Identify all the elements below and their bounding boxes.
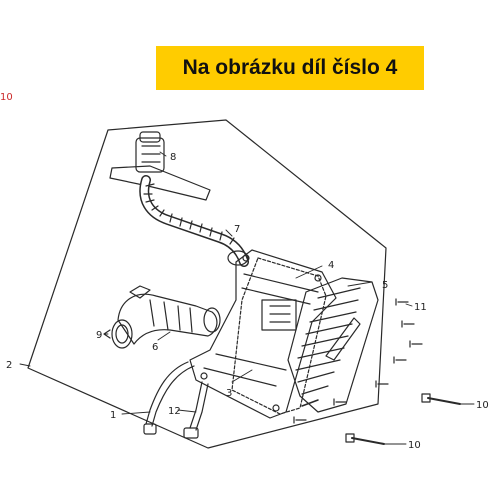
cover-screws — [293, 298, 423, 424]
callout-7: 7 — [234, 224, 240, 235]
callout-3: 3 — [226, 388, 232, 399]
callout-2: 2 — [6, 360, 12, 371]
stray-callout-mark: 10 — [0, 92, 13, 103]
callout-12: 12 — [168, 406, 181, 417]
drain-tube — [143, 361, 195, 435]
callout-10-upper: 10 — [476, 400, 489, 411]
mounting-bolts — [301, 393, 461, 445]
hose-clamp — [103, 319, 133, 349]
callout-6: 6 — [152, 342, 158, 353]
callout-10-lower: 10 — [408, 440, 421, 451]
leader-lines — [19, 151, 475, 445]
callout-4: 4 — [328, 260, 334, 271]
assembly-frame — [27, 119, 387, 449]
drain-plug — [183, 381, 209, 439]
banner-text: Na obrázku díl číslo 4 — [182, 56, 398, 79]
airbox-gasket — [231, 257, 327, 415]
intake-duct — [117, 285, 221, 345]
callout-11: 11 — [414, 302, 427, 313]
callout-1: 1 — [110, 410, 116, 421]
airbox-housing — [189, 249, 337, 419]
intake-snorkel — [109, 131, 211, 201]
callout-5: 5 — [382, 280, 388, 291]
callout-8: 8 — [170, 152, 176, 163]
airbox-cover — [287, 277, 379, 413]
callout-9: 9 — [96, 330, 102, 341]
intake-hose — [139, 175, 249, 267]
info-banner: Na obrázku díl číslo 4 — [156, 46, 424, 90]
